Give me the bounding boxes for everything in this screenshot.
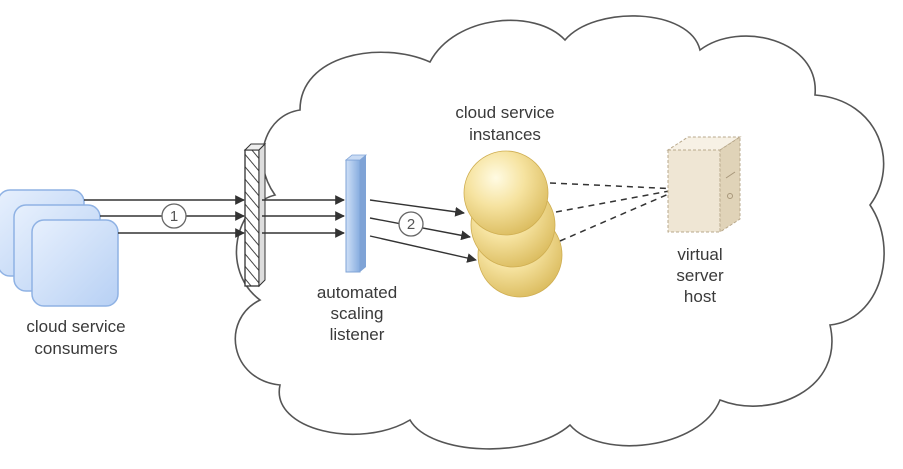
- instances-label-line1: cloud service: [455, 103, 554, 122]
- cloud-boundary: [234, 15, 885, 450]
- step-2-marker: 2: [398, 211, 424, 237]
- listener-bar-icon: [344, 154, 368, 273]
- consumer-device-icon: [0, 189, 119, 307]
- svg-text:1: 1: [170, 208, 178, 225]
- request-arrows-to-listener: [262, 195, 345, 238]
- consumers-label-line2: consumers: [34, 339, 117, 358]
- service-instance-icon: [463, 150, 563, 298]
- server-host-icon: [666, 136, 742, 233]
- step-1-marker: 1: [161, 203, 187, 229]
- listener-label-line3: listener: [330, 325, 385, 344]
- consumers-label-line1: cloud service: [26, 317, 125, 336]
- host-label-line1: virtual: [677, 245, 722, 264]
- host-label-line3: host: [684, 287, 716, 306]
- host-label-line2: server: [676, 266, 724, 285]
- firewall-icon: [243, 142, 267, 288]
- instances-label-line2: instances: [469, 125, 541, 144]
- listener-label-line1: automated: [317, 283, 397, 302]
- listener-label-line2: scaling: [331, 304, 384, 323]
- svg-text:2: 2: [407, 216, 415, 233]
